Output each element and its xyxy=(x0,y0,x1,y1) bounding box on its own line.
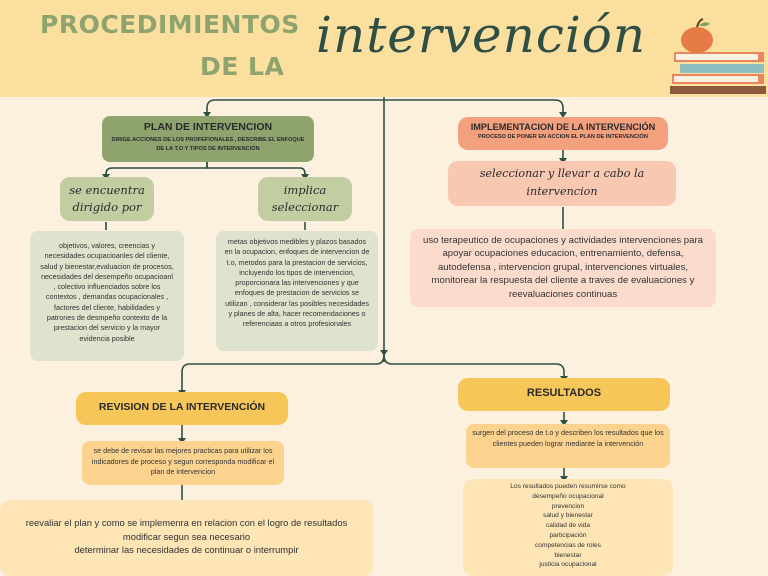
resultados-list-item: salud y bienestar xyxy=(543,512,593,520)
resultados-list-item: desempeño ocupacional xyxy=(532,492,604,500)
dirigido-por-details: objetivos, valores, creencias y necesida… xyxy=(30,231,184,361)
branch-implica-seleccionar: implica seleccionar xyxy=(258,177,352,221)
revision-action-2: modificar segun sea necesario xyxy=(122,530,251,542)
resultados-title: RESULTADOS xyxy=(458,378,670,411)
resultados-details: surgen del proceso de t.o y describen lo… xyxy=(466,424,670,468)
title-script: intervención xyxy=(316,6,647,64)
implementacion-details: uso terapeutico de ocupaciones y activid… xyxy=(410,229,716,307)
implica-seleccionar-details: metas objetivos medibles y plazos basado… xyxy=(216,231,378,351)
revision-actions: reevaliar el plan y como se implemenra e… xyxy=(0,500,373,576)
revision-title: REVISION DE LA INTERVENCIÓN xyxy=(76,392,288,425)
title-line-2: DE LA xyxy=(200,52,285,81)
resultados-list-item: bienestar xyxy=(554,551,582,559)
plan-subtitle: DIRIGE ACCIONES DE LOS PROFEFIONALES , D… xyxy=(111,137,305,152)
seleccionar-llevar-box: seleccionar y llevar a cabo la intervenc… xyxy=(448,161,676,206)
plan-intervencion-box: PLAN DE INTERVENCION DIRIGE ACCIONES DE … xyxy=(102,116,314,162)
implementacion-subtitle: PROCESO DE PONER EN ACCION EL PLAN DE IN… xyxy=(478,134,648,140)
revision-details: se debe de revisar las mejores practicas… xyxy=(82,441,284,485)
books-apple-icon xyxy=(670,18,766,94)
resultados-list-item: competencias de roles xyxy=(535,541,601,549)
revision-action-3: determinar las necesidades de continuar … xyxy=(74,544,299,556)
resultados-list-item: calidad de vida xyxy=(546,522,590,530)
resultados-list-intro: Los resultados pueden resumirse como xyxy=(510,483,626,490)
revision-action-1: reevaliar el plan y como se implemenra e… xyxy=(25,517,348,528)
resultados-list-item: prevencion xyxy=(551,502,585,510)
implementacion-title: IMPLEMENTACION DE LA INTERVENCIÓN xyxy=(470,122,656,132)
branch-dirigido-por: se encuentra dirigido por xyxy=(60,177,154,221)
implementacion-box: IMPLEMENTACION DE LA INTERVENCIÓN PROCES… xyxy=(458,117,668,150)
plan-title: PLAN DE INTERVENCION xyxy=(143,121,273,133)
title-line-1: PROCEDIMIENTOS xyxy=(40,10,300,39)
resultados-list: Los resultados pueden resumirse como des… xyxy=(463,479,673,576)
resultados-list-item: justicia ocupacional xyxy=(539,561,597,569)
header-banner xyxy=(0,0,768,97)
resultados-list-item: participación xyxy=(549,531,587,539)
